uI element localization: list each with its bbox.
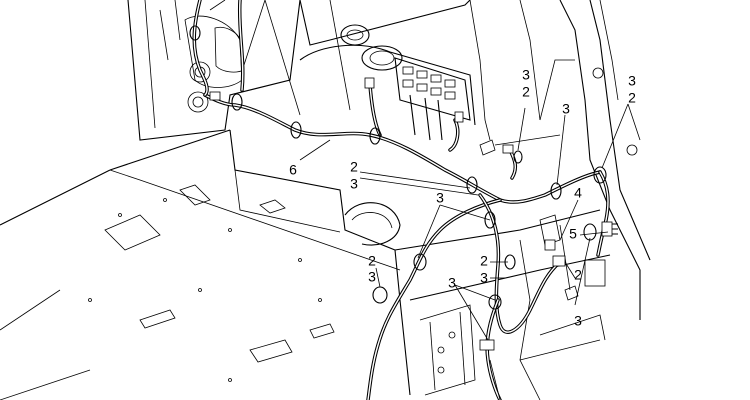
- callout-3: 3: [368, 269, 376, 285]
- callout-6: 6: [289, 162, 297, 178]
- callout-2: 2: [574, 267, 582, 283]
- callout-2: 2: [350, 159, 358, 175]
- callout-5: 5: [569, 226, 577, 242]
- callout-2: 2: [368, 253, 376, 269]
- callout-4: 4: [574, 185, 582, 201]
- callout-2: 2: [628, 90, 636, 106]
- leader-lines: [209, 0, 641, 400]
- cab-structure: [0, 0, 651, 400]
- connectors: [209, 77, 618, 351]
- callout-3: 3: [522, 67, 530, 83]
- callout-3: 3: [628, 73, 636, 89]
- callout-labels: 3 2 3 3 2 6 2 3 4 5 3 2 3 2 3 2 3 3: [289, 67, 636, 329]
- callout-3: 3: [480, 270, 488, 286]
- callout-3: 3: [350, 176, 358, 192]
- harness-clamps: [189, 25, 607, 310]
- callout-3: 3: [562, 101, 570, 117]
- callout-3: 3: [436, 190, 444, 206]
- callout-2: 2: [522, 84, 530, 100]
- callout-3: 3: [448, 275, 456, 291]
- callout-2: 2: [480, 253, 488, 269]
- wire-harness: [192, 0, 610, 400]
- callout-3: 3: [574, 313, 582, 329]
